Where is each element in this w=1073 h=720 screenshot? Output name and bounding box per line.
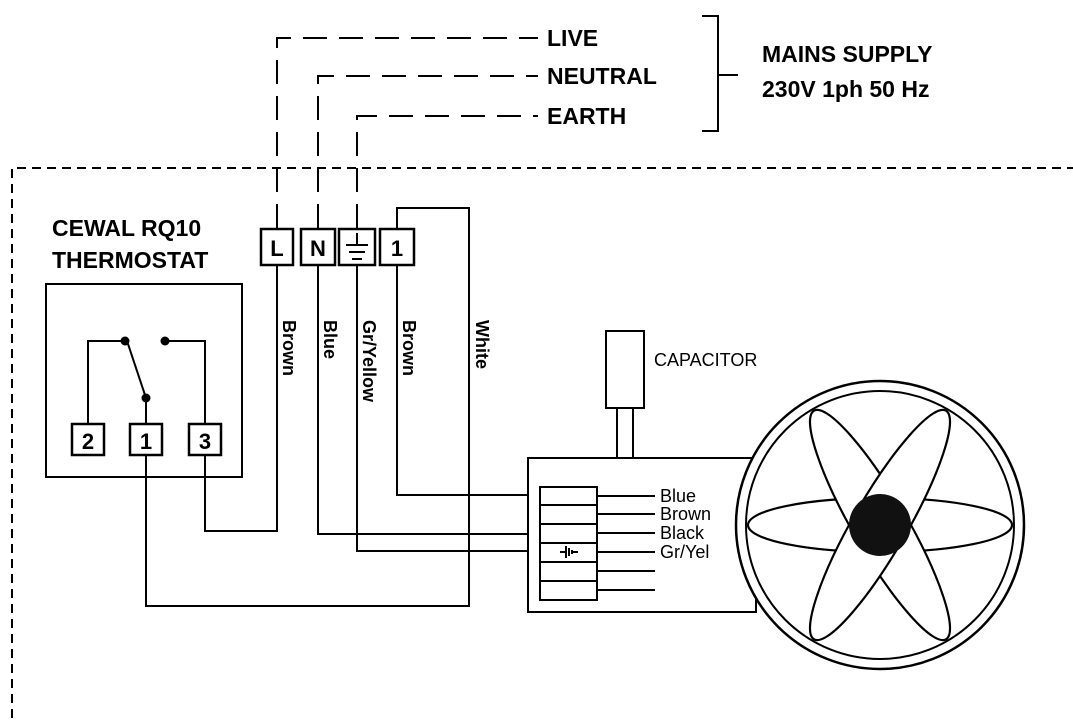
thermostat-switch [87, 336, 206, 424]
mains-supply-spec: 230V 1ph 50 Hz [762, 76, 929, 102]
earth-label: EARTH [547, 103, 626, 129]
motor-lead-black: Black [660, 523, 705, 543]
wire-label-white: White [472, 320, 492, 369]
thermostat-terminal-2-label: 2 [82, 429, 94, 454]
enclosure-boundary [11, 167, 1073, 718]
terminal-n-label: N [310, 236, 326, 261]
internal-wiring [145, 207, 540, 607]
fan-icon [734, 379, 1026, 671]
mains-supply-wires [276, 37, 538, 228]
connector-earth-icon [560, 546, 578, 558]
capacitor-label: CAPACITOR [654, 350, 757, 370]
thermostat-title: CEWAL RQ10 [52, 215, 201, 241]
motor-connector [539, 486, 598, 601]
motor-lead-blue: Blue [660, 486, 696, 506]
live-supply-wire [276, 37, 538, 228]
thermostat-terminal-1 [128, 422, 164, 457]
thermostat-subtitle: THERMOSTAT [52, 247, 208, 273]
terminal-l-label: L [270, 236, 283, 261]
earth-ground-icon [346, 233, 368, 260]
wire-label-brown-live: Brown [279, 320, 299, 376]
neutral-label: NEUTRAL [547, 63, 657, 89]
supply-bracket [702, 15, 738, 132]
motor-leads [597, 495, 655, 591]
thermostat-terminal-2 [70, 422, 106, 457]
terminal-n [299, 227, 337, 267]
brown-wire-switched [396, 265, 540, 496]
terminal-l [259, 227, 295, 267]
brown-wire-live [204, 265, 278, 532]
thermostat-terminal-1-label: 1 [140, 429, 152, 454]
motor-lead-brown: Brown [660, 504, 711, 524]
white-wire [145, 207, 470, 607]
thermostat-terminal-3-label: 3 [199, 429, 211, 454]
live-label: LIVE [547, 25, 598, 51]
earth-supply-wire [356, 115, 538, 228]
blue-wire-neutral [317, 265, 540, 535]
terminal-block: L N 1 [259, 227, 416, 267]
wire-label-gr-yellow: Gr/Yellow [359, 320, 379, 403]
neutral-supply-wire [317, 75, 538, 228]
motor-lead-gr-yel: Gr/Yel [660, 542, 709, 562]
wire-label-brown-switched: Brown [399, 320, 419, 376]
wire-label-blue: Blue [320, 320, 340, 359]
terminal-1-label: 1 [391, 236, 403, 261]
mains-supply-title: MAINS SUPPLY [762, 41, 932, 67]
earth-wire [356, 265, 540, 552]
